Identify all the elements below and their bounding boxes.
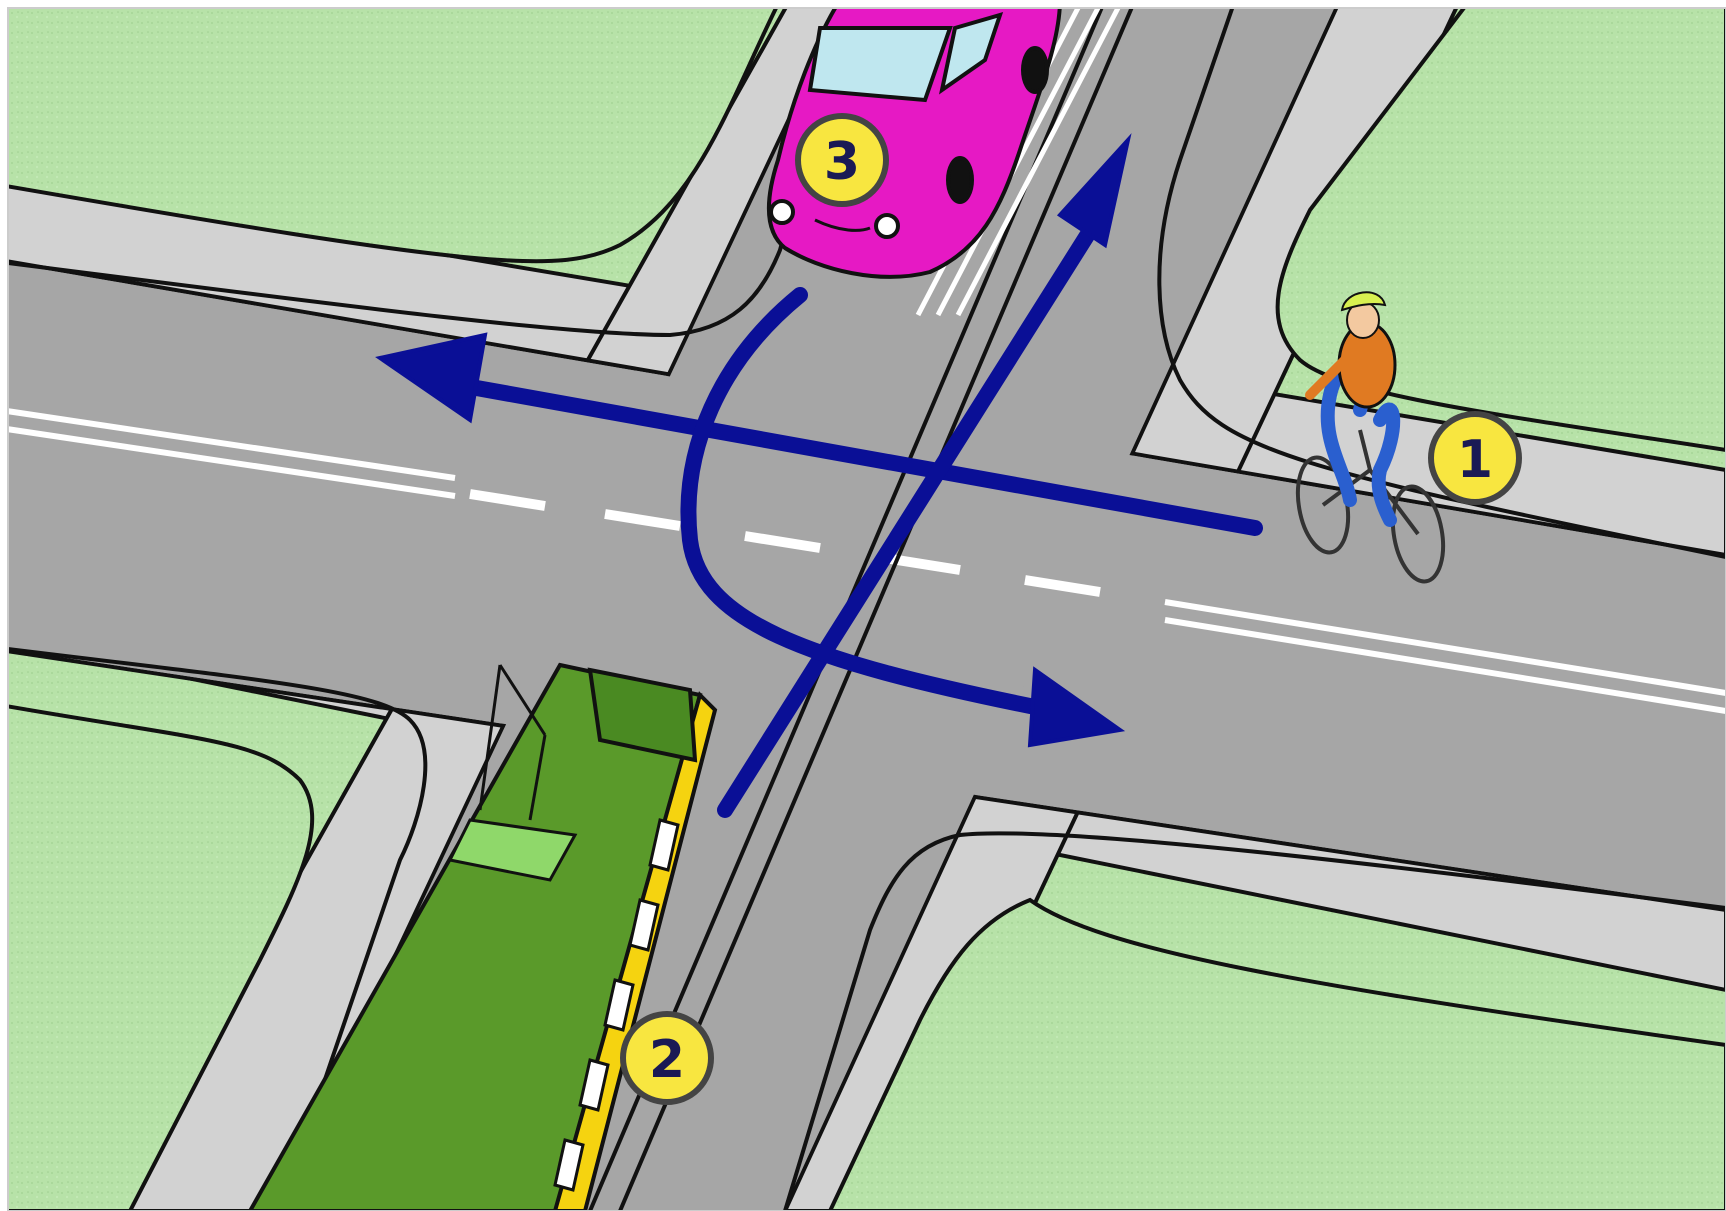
arrow-tram-straight: [717, 207, 1108, 818]
marker-2-label: 2: [649, 1030, 685, 1090]
arrow-head-right: [1027, 666, 1126, 748]
bicycle-icon: [1295, 429, 1446, 584]
marker-1-label: 1: [1457, 430, 1493, 490]
arrow-head-up: [1056, 133, 1132, 249]
marker-3: 3: [795, 113, 889, 207]
helmet-icon: [1340, 291, 1387, 312]
car-headlight: [769, 199, 795, 225]
car-headlight: [874, 213, 900, 239]
marker-1: 1: [1428, 411, 1522, 505]
cyclist: [1295, 291, 1446, 584]
arrow-car-turn: [680, 287, 1048, 716]
tram-windows: [553, 818, 680, 1192]
arrow-cyclist-straight: [452, 377, 1263, 536]
tram: [247, 662, 718, 1211]
car: [767, 8, 1062, 279]
lane-markings: [8, 408, 1726, 714]
image-frame: [7, 7, 1726, 1211]
arrow-head-left: [375, 332, 488, 424]
movement-arrows: [375, 133, 1263, 818]
tram-pantograph: [478, 664, 502, 811]
marker-3-label: 3: [824, 132, 860, 192]
marker-2: 2: [620, 1011, 714, 1105]
